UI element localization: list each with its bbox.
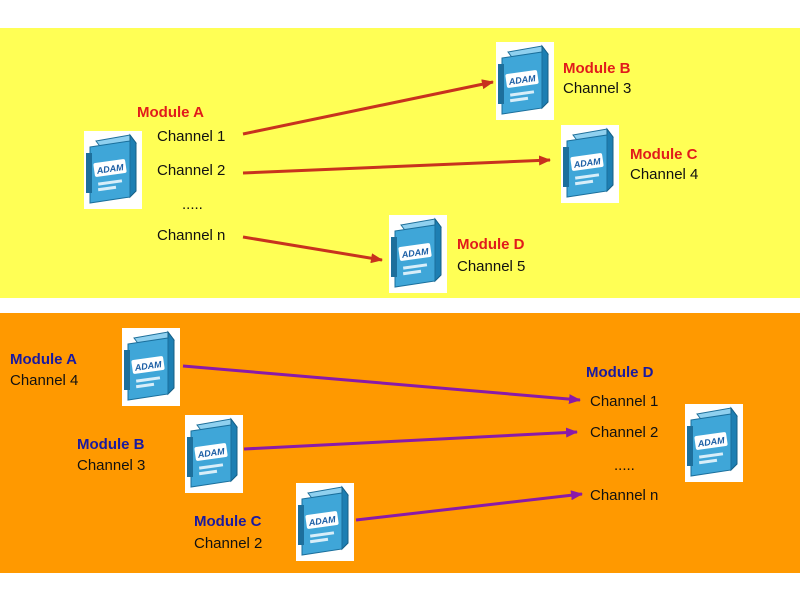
- svg-text:ADAM: ADAM: [196, 446, 226, 460]
- top-target-module-c-channel: Channel 4: [630, 166, 699, 183]
- module-a-device-icon: ADAM: [84, 131, 142, 209]
- bottom-target-channel-2: Channel 2: [590, 424, 659, 441]
- module-c-device-icon: ADAM: [561, 125, 619, 203]
- top-target-module-b-name: Module B: [563, 60, 631, 77]
- top-source-ellipsis: .....: [182, 196, 203, 213]
- module-b-device-icon: ADAM: [185, 415, 243, 493]
- module-b-device-icon: ADAM: [496, 42, 554, 120]
- top-target-module-c-name: Module C: [630, 146, 698, 163]
- svg-text:ADAM: ADAM: [400, 246, 430, 260]
- top-target-module-d-name: Module D: [457, 236, 525, 253]
- svg-text:ADAM: ADAM: [133, 359, 163, 373]
- module-d-device-icon: ADAM: [389, 215, 447, 293]
- top-target-module-d-channel: Channel 5: [457, 258, 526, 275]
- module-a-device-icon: ADAM: [122, 328, 180, 406]
- module-c-device-icon: ADAM: [296, 483, 354, 561]
- bottom-source-module-c-name: Module C: [194, 513, 262, 530]
- bottom-source-module-b-channel: Channel 3: [77, 457, 146, 474]
- svg-text:ADAM: ADAM: [507, 73, 537, 87]
- top-source-channel-2: Channel 2: [157, 162, 226, 179]
- svg-text:ADAM: ADAM: [307, 514, 337, 528]
- bottom-target-ellipsis: .....: [614, 457, 635, 474]
- top-source-module-name: Module A: [137, 104, 204, 121]
- top-source-channel-n: Channel n: [157, 227, 226, 244]
- svg-text:ADAM: ADAM: [696, 435, 726, 449]
- bottom-target-channel-1: Channel 1: [590, 393, 659, 410]
- module-d-device-icon: ADAM: [685, 404, 743, 482]
- top-source-channel-1: Channel 1: [157, 128, 226, 145]
- bottom-source-module-c-channel: Channel 2: [194, 535, 263, 552]
- bottom-target-module-name: Module D: [586, 364, 654, 381]
- bottom-source-module-a-channel: Channel 4: [10, 372, 79, 389]
- bottom-source-module-b-name: Module B: [77, 436, 145, 453]
- svg-text:ADAM: ADAM: [95, 162, 125, 176]
- svg-text:ADAM: ADAM: [572, 156, 602, 170]
- bottom-target-channel-n: Channel n: [590, 487, 659, 504]
- top-target-module-b-channel: Channel 3: [563, 80, 632, 97]
- bottom-source-module-a-name: Module A: [10, 351, 77, 368]
